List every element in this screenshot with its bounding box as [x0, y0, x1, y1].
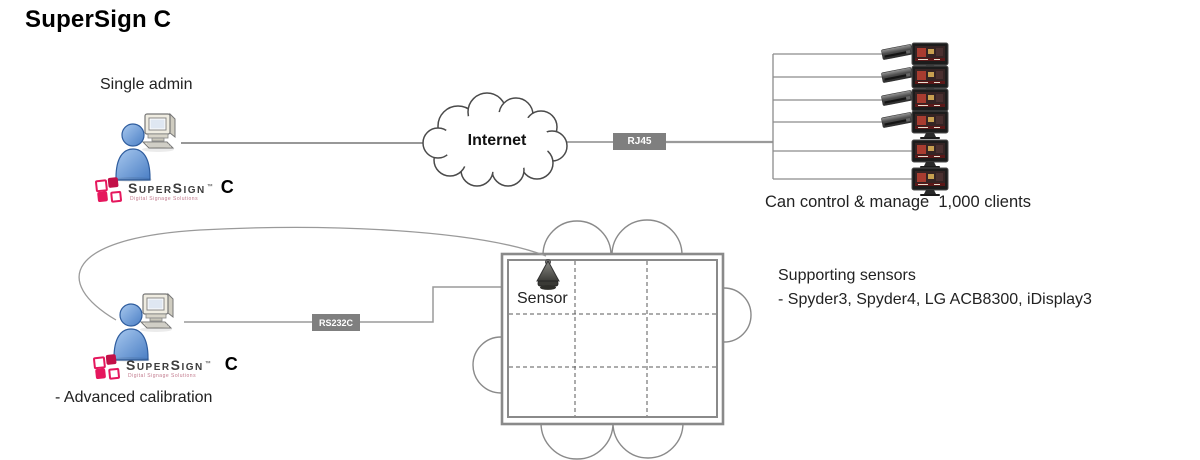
- media-player-icon: [880, 43, 914, 61]
- client-monitor-icon: [911, 110, 949, 140]
- client-branch-lines: [772, 53, 912, 180]
- logo-product-letter: C: [220, 177, 234, 197]
- page-title: SuperSign C: [25, 6, 172, 33]
- supporting-sensors-list: - Spyder3, Spyder4, LG ACB8300, iDisplay…: [778, 291, 1092, 308]
- admin-user-pc-top: [113, 113, 176, 183]
- internet-cloud: [422, 92, 568, 187]
- logo-trademark: ™: [206, 184, 213, 190]
- supersign-logo-mark-icon: [94, 177, 124, 206]
- link-rs232c-to-wall: [360, 286, 502, 323]
- sensor-icon: [536, 258, 560, 290]
- client-monitor-icon: [911, 139, 949, 169]
- client-monitor-icon: [911, 167, 949, 197]
- rj45-connector-badge: RJ45: [613, 133, 666, 150]
- logo-tagline: Digital Signage Solutions: [128, 373, 197, 379]
- supporting-sensors-title: Supporting sensors: [778, 267, 916, 284]
- admin-user-pc-bottom: [111, 293, 174, 363]
- clients-caption: Can control & manage 1,000 clients: [765, 193, 1031, 211]
- internet-label: Internet: [467, 132, 527, 149]
- sensor-label: Sensor: [517, 290, 568, 307]
- media-player-icon: [880, 66, 914, 84]
- rs232c-connector-badge: RS232C: [312, 314, 360, 331]
- logo-product-letter: C: [224, 354, 238, 374]
- logo-tagline: Digital Signage Solutions: [130, 196, 199, 202]
- calibration-loop-arc: [78, 226, 547, 321]
- media-player-icon: [880, 89, 914, 107]
- logo-brand-text: SuperSign: [128, 180, 206, 196]
- logo-brand-text: SuperSign: [126, 357, 204, 373]
- single-admin-label: Single admin: [100, 76, 193, 93]
- supersign-logo-top: SuperSign ™ C Digital Signage Solutions: [94, 177, 234, 206]
- logo-trademark: ™: [204, 361, 211, 367]
- videowall: [500, 252, 725, 426]
- supersign-logo-bottom: SuperSign ™ C Digital Signage Solutions: [92, 354, 238, 383]
- media-player-icon: [880, 111, 914, 129]
- advanced-calibration-caption: - Advanced calibration: [55, 389, 213, 406]
- videowall-grid-lines: [509, 261, 716, 416]
- supersign-logo-mark-icon: [92, 354, 122, 383]
